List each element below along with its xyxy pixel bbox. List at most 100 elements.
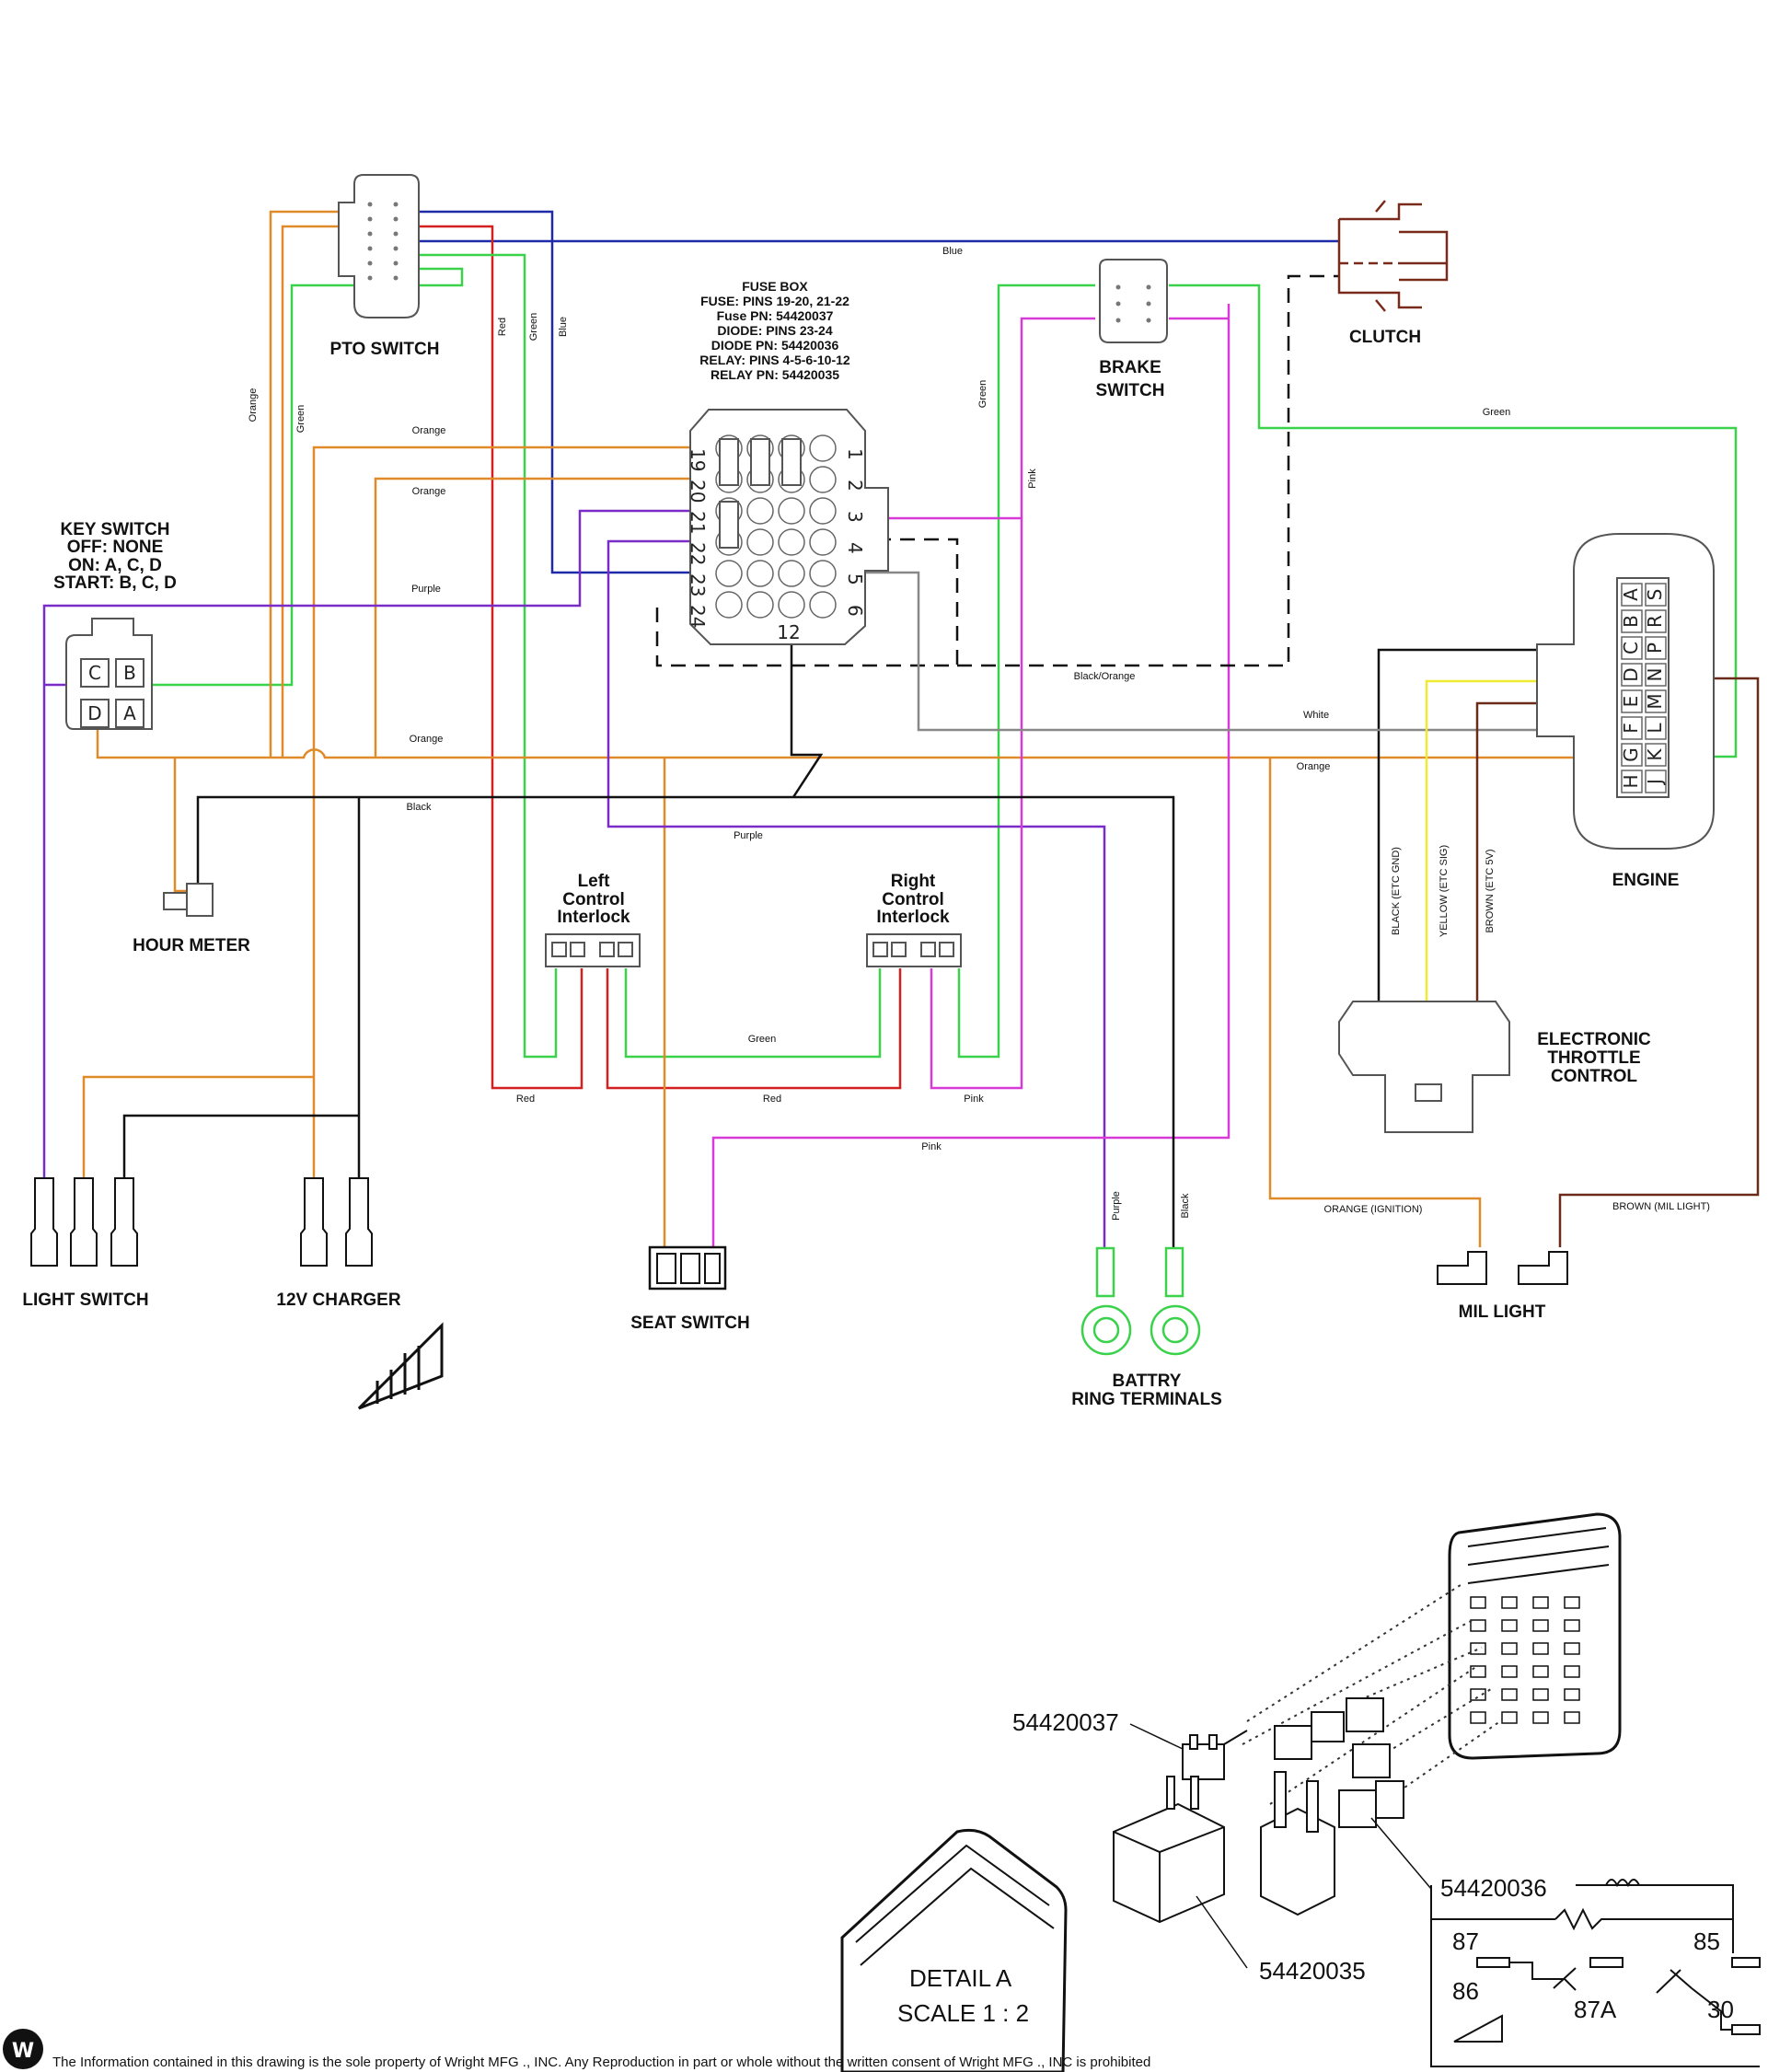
light-switch-label: LIGHT SWITCH (22, 1291, 148, 1310)
footer: W The Information contained in this draw… (3, 2029, 1150, 2070)
engine-pin-cell (1645, 743, 1667, 767)
wire-label-white: White (1303, 710, 1329, 721)
etc-label: ELECTRONIC (1537, 1030, 1651, 1049)
engine-pin-letter: A (1620, 588, 1642, 601)
engine-pin-letter: C (1620, 642, 1642, 654)
fuse-box-line: FUSE: PINS 19-20, 21-22 (700, 294, 849, 308)
wire-orange-main (96, 718, 1657, 759)
wire-label-green: Green (748, 1034, 777, 1045)
key-pin: D (87, 702, 101, 724)
brake-switch-label: SWITCH (1096, 381, 1165, 400)
fuse-cavity (809, 591, 837, 619)
engine-pin-cell (1645, 770, 1667, 793)
wire-green-pto-key (141, 267, 464, 687)
engine-pin-cell (1621, 583, 1643, 607)
fuse-cavity (809, 528, 837, 556)
detail-cavity (1532, 1665, 1549, 1678)
wire-label-black: Black (407, 802, 432, 813)
wire-labels: Blue Red Green Blue Orange Green Orange … (248, 246, 1710, 1221)
pto-switch-label: PTO SWITCH (330, 340, 440, 359)
battery-label: BATTRY (1113, 1372, 1182, 1391)
detail-cavity (1470, 1642, 1486, 1655)
key-pin: C (88, 662, 101, 684)
seat-switch-label: SEAT SWITCH (630, 1314, 749, 1333)
wire-orange-ignition (1268, 758, 1482, 1247)
fuse-pin-number: 6 (844, 605, 866, 617)
wire-label-black-orange: Black/Orange (1074, 671, 1136, 682)
fuse-pin-number: 24 (687, 605, 709, 628)
engine-pin-letter: E (1620, 696, 1642, 708)
electronic-throttle-control: ELECTRONIC THROTTLE CONTROL (1338, 1001, 1651, 1133)
fuse-box-line: Fuse PN: 54420037 (717, 308, 834, 323)
engine-pin-letter: N (1644, 668, 1666, 682)
wire-label-red: Red (763, 1094, 781, 1105)
fuse-pin-number: 20 (687, 480, 709, 503)
etc-label: CONTROL (1551, 1067, 1637, 1086)
wire-label-orange: Orange (412, 486, 446, 497)
detail-a: 54420037 54420036 54420035 DETAIL A SCAL… (840, 1512, 1622, 2072)
wire-green-pto-left (396, 253, 558, 1059)
wire-black-light (122, 1114, 359, 1178)
key-switch-line: START: B, C, D (53, 573, 177, 593)
detail-cavity (1532, 1619, 1549, 1632)
key-switch: KEY SWITCH OFF: NONE ON: A, C, D START: … (53, 520, 177, 730)
engine-pin-letter: D (1620, 667, 1642, 681)
engine-pin-letter: G (1620, 747, 1642, 762)
key-pin: A (123, 702, 136, 724)
fuse-pin-number: 5 (844, 573, 866, 585)
detail-fuse-housing (1448, 1512, 1622, 1760)
fuse-cavity (809, 434, 837, 462)
mil-light-label: MIL LIGHT (1459, 1302, 1546, 1322)
fuse-pin-number: 12 (777, 621, 800, 643)
wire-green-brake-engine (1169, 284, 1738, 758)
wire-orange-light (82, 1075, 314, 1178)
engine-pin-cell (1645, 689, 1667, 713)
right-interlock-label: Right (891, 872, 936, 891)
engine-pin-letter: L (1644, 723, 1666, 734)
detail-cavity (1564, 1665, 1580, 1678)
wire-pink-brake-relay (711, 304, 1231, 1252)
engine-pin-cell (1645, 583, 1667, 607)
fuse-cavity (809, 560, 837, 587)
key-switch-line: OFF: NONE (67, 538, 164, 557)
wire-label-orange: Orange (248, 388, 259, 423)
wire-orange-fuse2 (374, 477, 727, 758)
fuse-cavity (809, 466, 837, 493)
wright-logo-icon (3, 2029, 43, 2069)
fuse-19-20 (719, 438, 739, 486)
brake-switch-label: BRAKE (1099, 358, 1161, 377)
engine-pin-cell (1621, 716, 1643, 740)
brake-switch: BRAKE SWITCH (1096, 259, 1168, 400)
detail-cavity (1564, 1619, 1580, 1632)
detail-cavity (1532, 1596, 1549, 1609)
light-switch: LIGHT SWITCH (22, 1177, 149, 1310)
wire-green-interlocks (624, 968, 882, 1059)
detail-fuse-pn: 54420037 (1012, 1708, 1119, 1736)
wire-label-green: Green (1483, 407, 1511, 418)
detail-cavity (1564, 1688, 1580, 1701)
wire-red-pto (396, 225, 584, 1090)
diode-23-24 (719, 501, 739, 549)
wire-black-orange (655, 538, 959, 667)
fuse-cavity (746, 560, 774, 587)
detail-fuse (1182, 1730, 1248, 1780)
engine-pin-cell (1645, 609, 1667, 633)
etc-label: THROTTLE (1547, 1048, 1640, 1068)
detail-cavity (1564, 1711, 1580, 1724)
wire-label-orange: Orange (412, 425, 446, 436)
fuse-pin-number: 3 (844, 511, 866, 523)
wire-black-fuse (790, 612, 824, 798)
detail-cavity (1470, 1619, 1486, 1632)
wire-label-orange: Orange (410, 734, 444, 745)
relay-pin-85: 85 (1693, 1927, 1720, 1955)
relay-pin-87a: 87A (1574, 1996, 1617, 2023)
wright-logo-icon-glyph: W (12, 2040, 34, 2063)
engine-pin-cell (1621, 636, 1643, 660)
wire-label-red: Red (497, 318, 508, 336)
fuse-box-line: DIODE PN: 54420036 (711, 338, 839, 353)
pto-switch: PTO SWITCH (330, 174, 440, 359)
fuse-cavity (746, 591, 774, 619)
detail-cavity (1501, 1665, 1518, 1678)
